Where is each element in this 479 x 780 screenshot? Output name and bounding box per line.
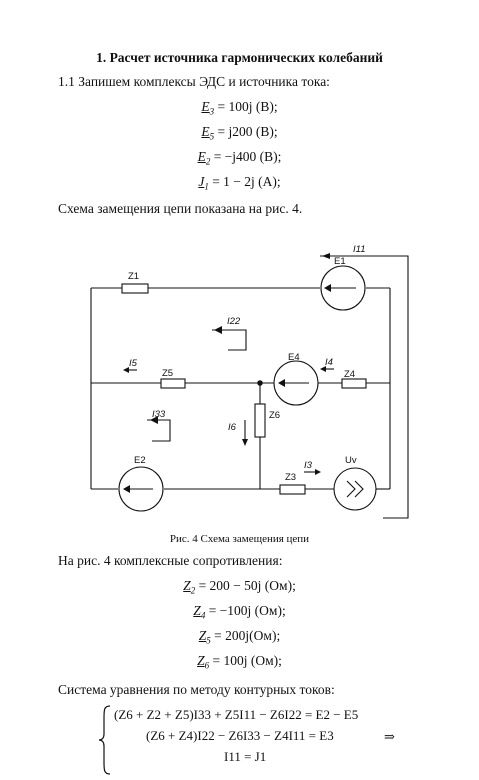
label-i11: I11 xyxy=(353,244,366,255)
current-i5-arrowhead xyxy=(123,367,129,373)
source-eq-e5: E5 = j200 (В); xyxy=(201,124,278,142)
label-i33: I33 xyxy=(152,409,166,420)
system-eq-2: (Z6 + Z4)I22 − Z6I33 − Z4I11 = E3 xyxy=(146,728,334,743)
scheme-text: Схема замещения цепи показана на рис. 4. xyxy=(58,201,303,216)
impedance-text: На рис. 4 комплексные сопротивления: xyxy=(58,553,283,568)
resistor-z1 xyxy=(121,283,149,294)
label-uv: Uv xyxy=(345,455,357,466)
impedance-eq-z2: Z2 = 200 − 50j (Ом); xyxy=(183,578,296,596)
system-brace xyxy=(98,705,111,775)
system-eq-3: I11 = J1 xyxy=(224,749,267,764)
source-eq-e3: E3 = 100j (В); xyxy=(201,99,278,117)
label-i4: I4 xyxy=(325,357,333,368)
label-i3: I3 xyxy=(304,460,313,471)
impedance-eq-z4: Z4 = −100j (Ом); xyxy=(193,603,286,621)
section-heading: 1. Расчет источника гармонических колеба… xyxy=(96,50,383,65)
source-eq-j1: J1 = 1 − 2j (А); xyxy=(198,174,281,192)
figure-caption: Рис. 4 Схема замещения цепи xyxy=(169,533,310,545)
loop-i22-arrowhead xyxy=(214,326,222,334)
loop-i33-arrowhead xyxy=(150,416,158,424)
system-eq-1: (Z6 + Z2 + Z5)I33 + Z5I11 − Z6I22 = E2 −… xyxy=(114,707,359,722)
system-brace xyxy=(98,705,111,775)
impedance-eq-z5: Z5 = 200j(Ом); xyxy=(198,628,281,646)
junction-node xyxy=(257,380,263,386)
resistor-z3 xyxy=(279,484,306,495)
label-z4: Z4 xyxy=(344,369,355,380)
resistor-z6 xyxy=(254,403,266,438)
resistor-z4 xyxy=(341,378,367,389)
label-z6: Z6 xyxy=(269,410,280,421)
loop-i11-path xyxy=(320,255,409,519)
label-z3: Z3 xyxy=(285,472,296,483)
implies-symbol: ⇒ xyxy=(384,729,395,744)
label-i5: I5 xyxy=(129,358,138,369)
system-text: Система уравнения по методу контурных то… xyxy=(58,682,335,697)
resistor-z5 xyxy=(160,378,186,389)
loop-i22-symbol xyxy=(212,329,247,351)
label-i22: I22 xyxy=(227,316,241,327)
source-uv-chevron xyxy=(354,480,364,498)
current-i6-arrowhead xyxy=(242,439,248,446)
current-i4-arrowhead xyxy=(320,366,326,372)
intro-text: 1.1 Запишем комплексы ЭДС и источника то… xyxy=(58,74,330,89)
label-z5: Z5 xyxy=(162,368,173,379)
source-e4-arrowhead xyxy=(278,379,285,387)
impedance-eq-z6: Z6 = 100j (Ом); xyxy=(197,653,282,671)
source-e2-arrowhead xyxy=(123,485,130,493)
loop-i11-arrowhead xyxy=(322,253,330,259)
label-e2: E2 xyxy=(134,455,146,466)
source-uv-chevron xyxy=(346,480,356,498)
label-z1: Z1 xyxy=(128,271,139,282)
loop-i33-symbol xyxy=(147,419,171,442)
label-e1: E1 xyxy=(334,256,346,267)
current-i3-arrowhead xyxy=(315,469,321,475)
circuit-diagram: I11 E1 Z1 I22 E4 I4 I5 Z5 Z4 Z6 I6 I33 E… xyxy=(90,244,409,519)
label-e4: E4 xyxy=(288,352,300,363)
source-eq-e2: E2 = −j400 (В); xyxy=(197,149,282,167)
label-i6: I6 xyxy=(228,422,237,433)
source-e1-arrowhead xyxy=(324,284,331,292)
